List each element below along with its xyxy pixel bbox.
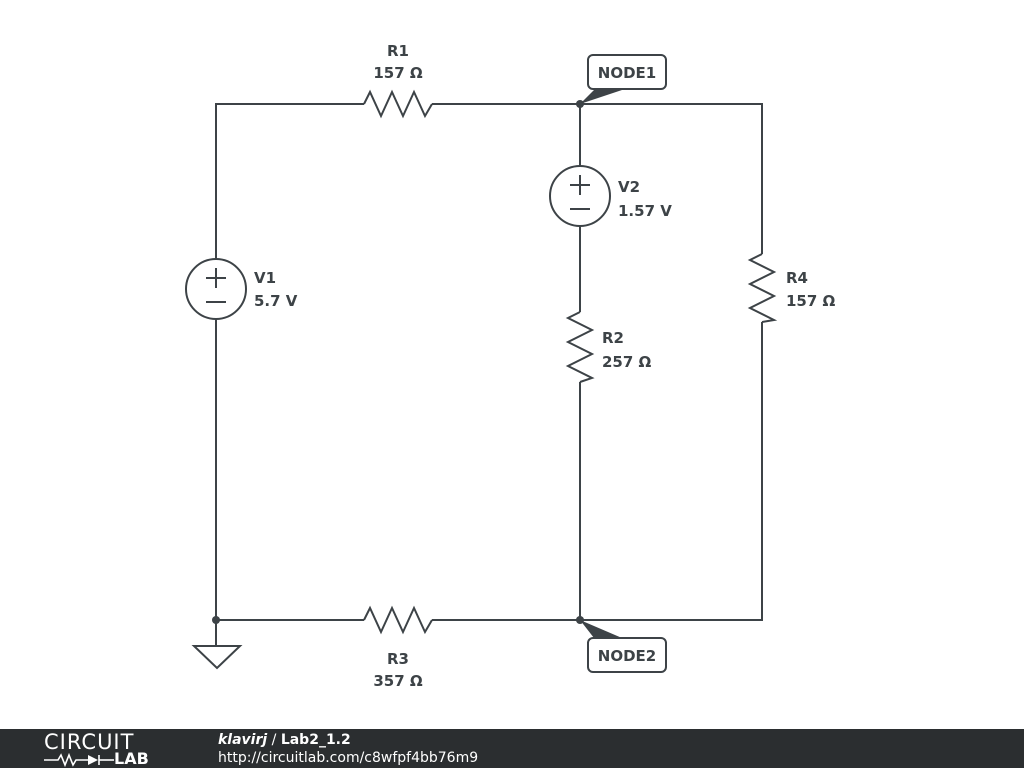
brand-text-bottom: LAB [114,749,149,768]
circuitlab-logo[interactable]: CIRCUIT LAB [44,731,176,767]
wire-top-left [215,103,364,259]
r4-ref: R4 [786,269,808,287]
voltage-source-v1 [185,258,247,320]
node-label-node2: NODE2 [598,647,656,665]
circuit-title[interactable]: Lab2_1.2 [280,732,351,748]
circuit-title-line: klavirj / Lab2_1.2 [218,731,478,749]
resistor-diode-icon [44,753,114,767]
wires [215,103,763,646]
r1-value: 157 Ω [373,64,423,82]
junction-ground [212,616,220,624]
r2-value: 257 Ω [602,353,652,371]
r3-value: 357 Ω [373,672,423,690]
wire-v1-bottom [215,319,364,621]
title-separator: / [267,732,281,748]
circuit-schematic: NODE1 NODE2 R1 157 Ω R3 357 Ω R2 257 Ω R… [185,42,836,690]
author-link[interactable]: klavirj [218,732,268,748]
r3-ref: R3 [387,650,409,668]
v1-value: 5.7 V [254,292,298,310]
wire-top-mid [432,103,763,254]
node-label-node1: NODE1 [598,64,656,82]
node-flag-node2: NODE2 [580,620,667,673]
voltage-source-v2 [549,165,611,227]
r2-ref: R2 [602,329,624,347]
v2-ref: V2 [618,178,640,196]
resistor-r1 [363,89,433,119]
resistor-r4 [747,253,778,323]
circuit-url[interactable]: http://circuitlab.com/c8wfpf4bb76m9 [218,750,479,766]
ground-symbol [191,645,243,670]
brand-text-top: CIRCUIT [44,730,135,754]
footer-bar: CIRCUIT LAB klavirj / Lab2_1.2 http://ci… [0,729,1024,768]
resistor-r2 [565,311,595,383]
r4-value: 157 Ω [786,292,836,310]
v1-ref: V1 [254,269,276,287]
circuit-meta: klavirj / Lab2_1.2 http://circuitlab.com… [218,731,478,767]
wire-bottom-right [432,322,763,621]
v2-value: 1.57 V [618,202,672,220]
resistor-r3 [363,605,433,635]
node-flag-node1: NODE1 [580,54,667,104]
r1-ref: R1 [387,42,409,60]
